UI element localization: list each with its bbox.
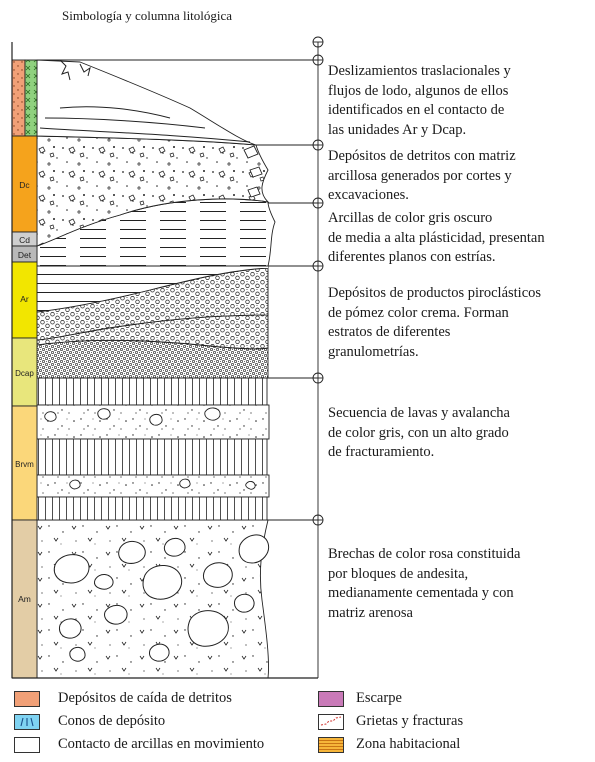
description-debris: Depósitos de detritos con matriz arcillo… (328, 147, 516, 206)
description-line: arcillosa generados por cortes y (328, 167, 516, 187)
description-line: granulometrías. (328, 343, 541, 363)
unit-label-det: Det (18, 250, 32, 260)
brvm-lava-3 (37, 497, 267, 520)
description-line: Secuencia de lavas y avalancha (328, 404, 510, 424)
unit-swatch-top-cross (25, 60, 37, 136)
description-line: Depósitos de detritos con matriz (328, 147, 516, 167)
legend-label-talus: Depósitos de caída de detritos (58, 690, 232, 707)
description-landslides: Deslizamientos traslacionales y flujos d… (328, 62, 511, 140)
unit-label-ar: Ar (20, 294, 29, 304)
clay-contact-swatch-icon (14, 737, 40, 753)
description-line: Arcillas de color gris oscuro (328, 209, 545, 229)
description-line: medianamente cementada y con (328, 584, 520, 604)
legend-label-cracks: Grietas y fracturas (356, 713, 463, 730)
description-pyroclastics: Depósitos de productos piroclásticos de … (328, 284, 541, 362)
description-breccias: Brechas de color rosa constituida por bl… (328, 545, 520, 623)
crack-swatch-icon (318, 714, 344, 730)
description-line: por bloques de andesita, (328, 565, 520, 585)
description-line: de color gris, con un alto grado (328, 424, 510, 444)
housing-swatch-icon (318, 737, 344, 753)
cone-swatch-icon (14, 714, 40, 730)
talus-swatch-icon (14, 691, 40, 707)
unit-swatch-top-talus (12, 60, 25, 136)
unit-label-dcap: Dcap (15, 369, 34, 378)
description-line: de media a alta plásticidad, presentan (328, 229, 545, 249)
description-line: Depósitos de productos piroclásticos (328, 284, 541, 304)
lithologic-column: Dc Cd Det Ar Dcap Brvm Am (12, 42, 318, 678)
legend-label-housing: Zona habitacional (356, 736, 460, 753)
description-line: matriz arenosa (328, 604, 520, 624)
figure-heading: Simbología y columna litológica (62, 8, 232, 24)
slide-wedge (37, 60, 256, 145)
legend-label-cones: Conos de depósito (58, 713, 165, 730)
description-line: Deslizamientos traslacionales y (328, 62, 511, 82)
scarp-swatch-icon (318, 691, 344, 707)
description-line: diferentes planos con estrías. (328, 248, 545, 268)
cone-marks-icon (15, 715, 39, 729)
brvm-lava-2 (37, 439, 267, 475)
crack-marks-icon (319, 715, 343, 729)
unit-label-brvm: Brvm (15, 460, 34, 469)
description-lavas: Secuencia de lavas y avalancha de color … (328, 404, 510, 463)
description-line: Brechas de color rosa constituida (328, 545, 520, 565)
description-line: identificados en el contacto de (328, 101, 511, 121)
description-line: las unidades Ar y Dcap. (328, 121, 511, 141)
description-line: flujos de lodo, algunos de ellos (328, 82, 511, 102)
unit-label-am: Am (18, 594, 31, 604)
brvm-lava-1 (37, 378, 267, 405)
description-line: estratos de diferentes (328, 323, 541, 343)
unit-label-column: Dc Cd Det Ar Dcap Brvm Am (12, 60, 37, 678)
description-clays: Arcillas de color gris oscuro de media a… (328, 209, 545, 268)
legend-label-scarp: Escarpe (356, 690, 402, 707)
description-line: de pómez color crema. Forman (328, 304, 541, 324)
unit-label-dc: Dc (19, 180, 30, 190)
legend-label-clay-contact: Contacto de arcillas en movimiento (58, 736, 264, 753)
description-line: excavaciones. (328, 186, 516, 206)
description-line: de fracturamiento. (328, 443, 510, 463)
unit-label-cd: Cd (19, 235, 30, 245)
